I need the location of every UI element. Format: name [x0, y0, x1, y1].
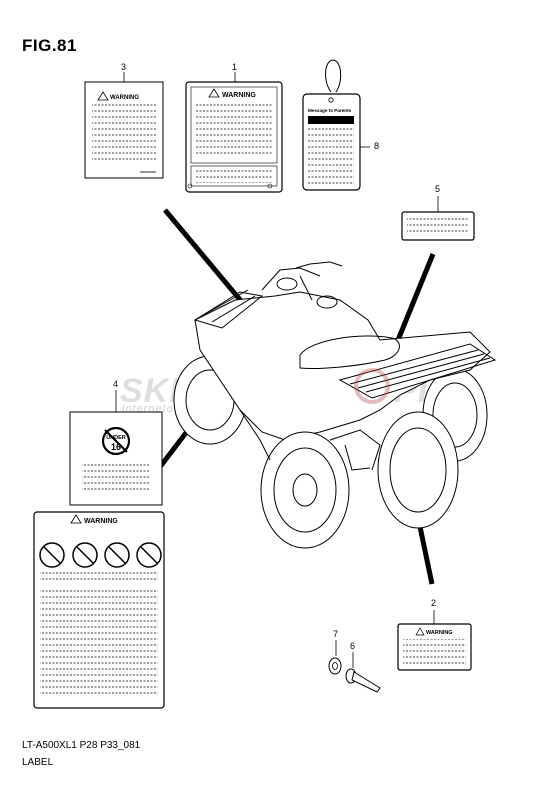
part-6-screw — [345, 652, 381, 693]
atv-vehicle-outline — [173, 261, 497, 549]
label-5-sticker — [401, 211, 475, 241]
callout-1: 1 — [232, 62, 238, 72]
label-1-warning-text: WARNING — [222, 92, 256, 99]
watermark-emblem — [354, 368, 390, 404]
callout-4: 4 — [113, 379, 119, 389]
age-number: 16 — [111, 442, 121, 452]
label-1-warning-sticker: WARNING — [185, 81, 283, 193]
callout-3: 3 — [121, 62, 127, 72]
callout-5: 5 — [435, 184, 441, 194]
pointer-line-5 — [395, 253, 436, 341]
diagram-code: LT-A500XL1 P28 P33_081 — [22, 740, 141, 751]
tag-heading: Message to Parents — [308, 108, 352, 113]
callout-7: 7 — [333, 629, 339, 639]
callout-6: 6 — [350, 641, 356, 651]
callout-2: 2 — [431, 598, 437, 608]
label-4-under-16-warning: UNDER 16 WARNING — [33, 411, 165, 709]
label-4-warning-text: WARNING — [84, 518, 118, 525]
label-3-warning-text: WARNING — [110, 95, 139, 101]
under-16-text: UNDER — [106, 435, 126, 441]
callout-8: 8 — [374, 141, 380, 151]
part-7-washer — [328, 640, 342, 675]
label-2-warning-sticker: WARNING — [397, 623, 472, 671]
label-2-warning-text: WARNING — [426, 630, 453, 636]
label-8-parent-tag: Message to Parents — [302, 59, 361, 191]
figure-title: FIG.81 — [22, 36, 77, 55]
label-3-warning-sticker: WARNING — [84, 81, 164, 179]
diagram-label: LABEL — [22, 757, 54, 768]
